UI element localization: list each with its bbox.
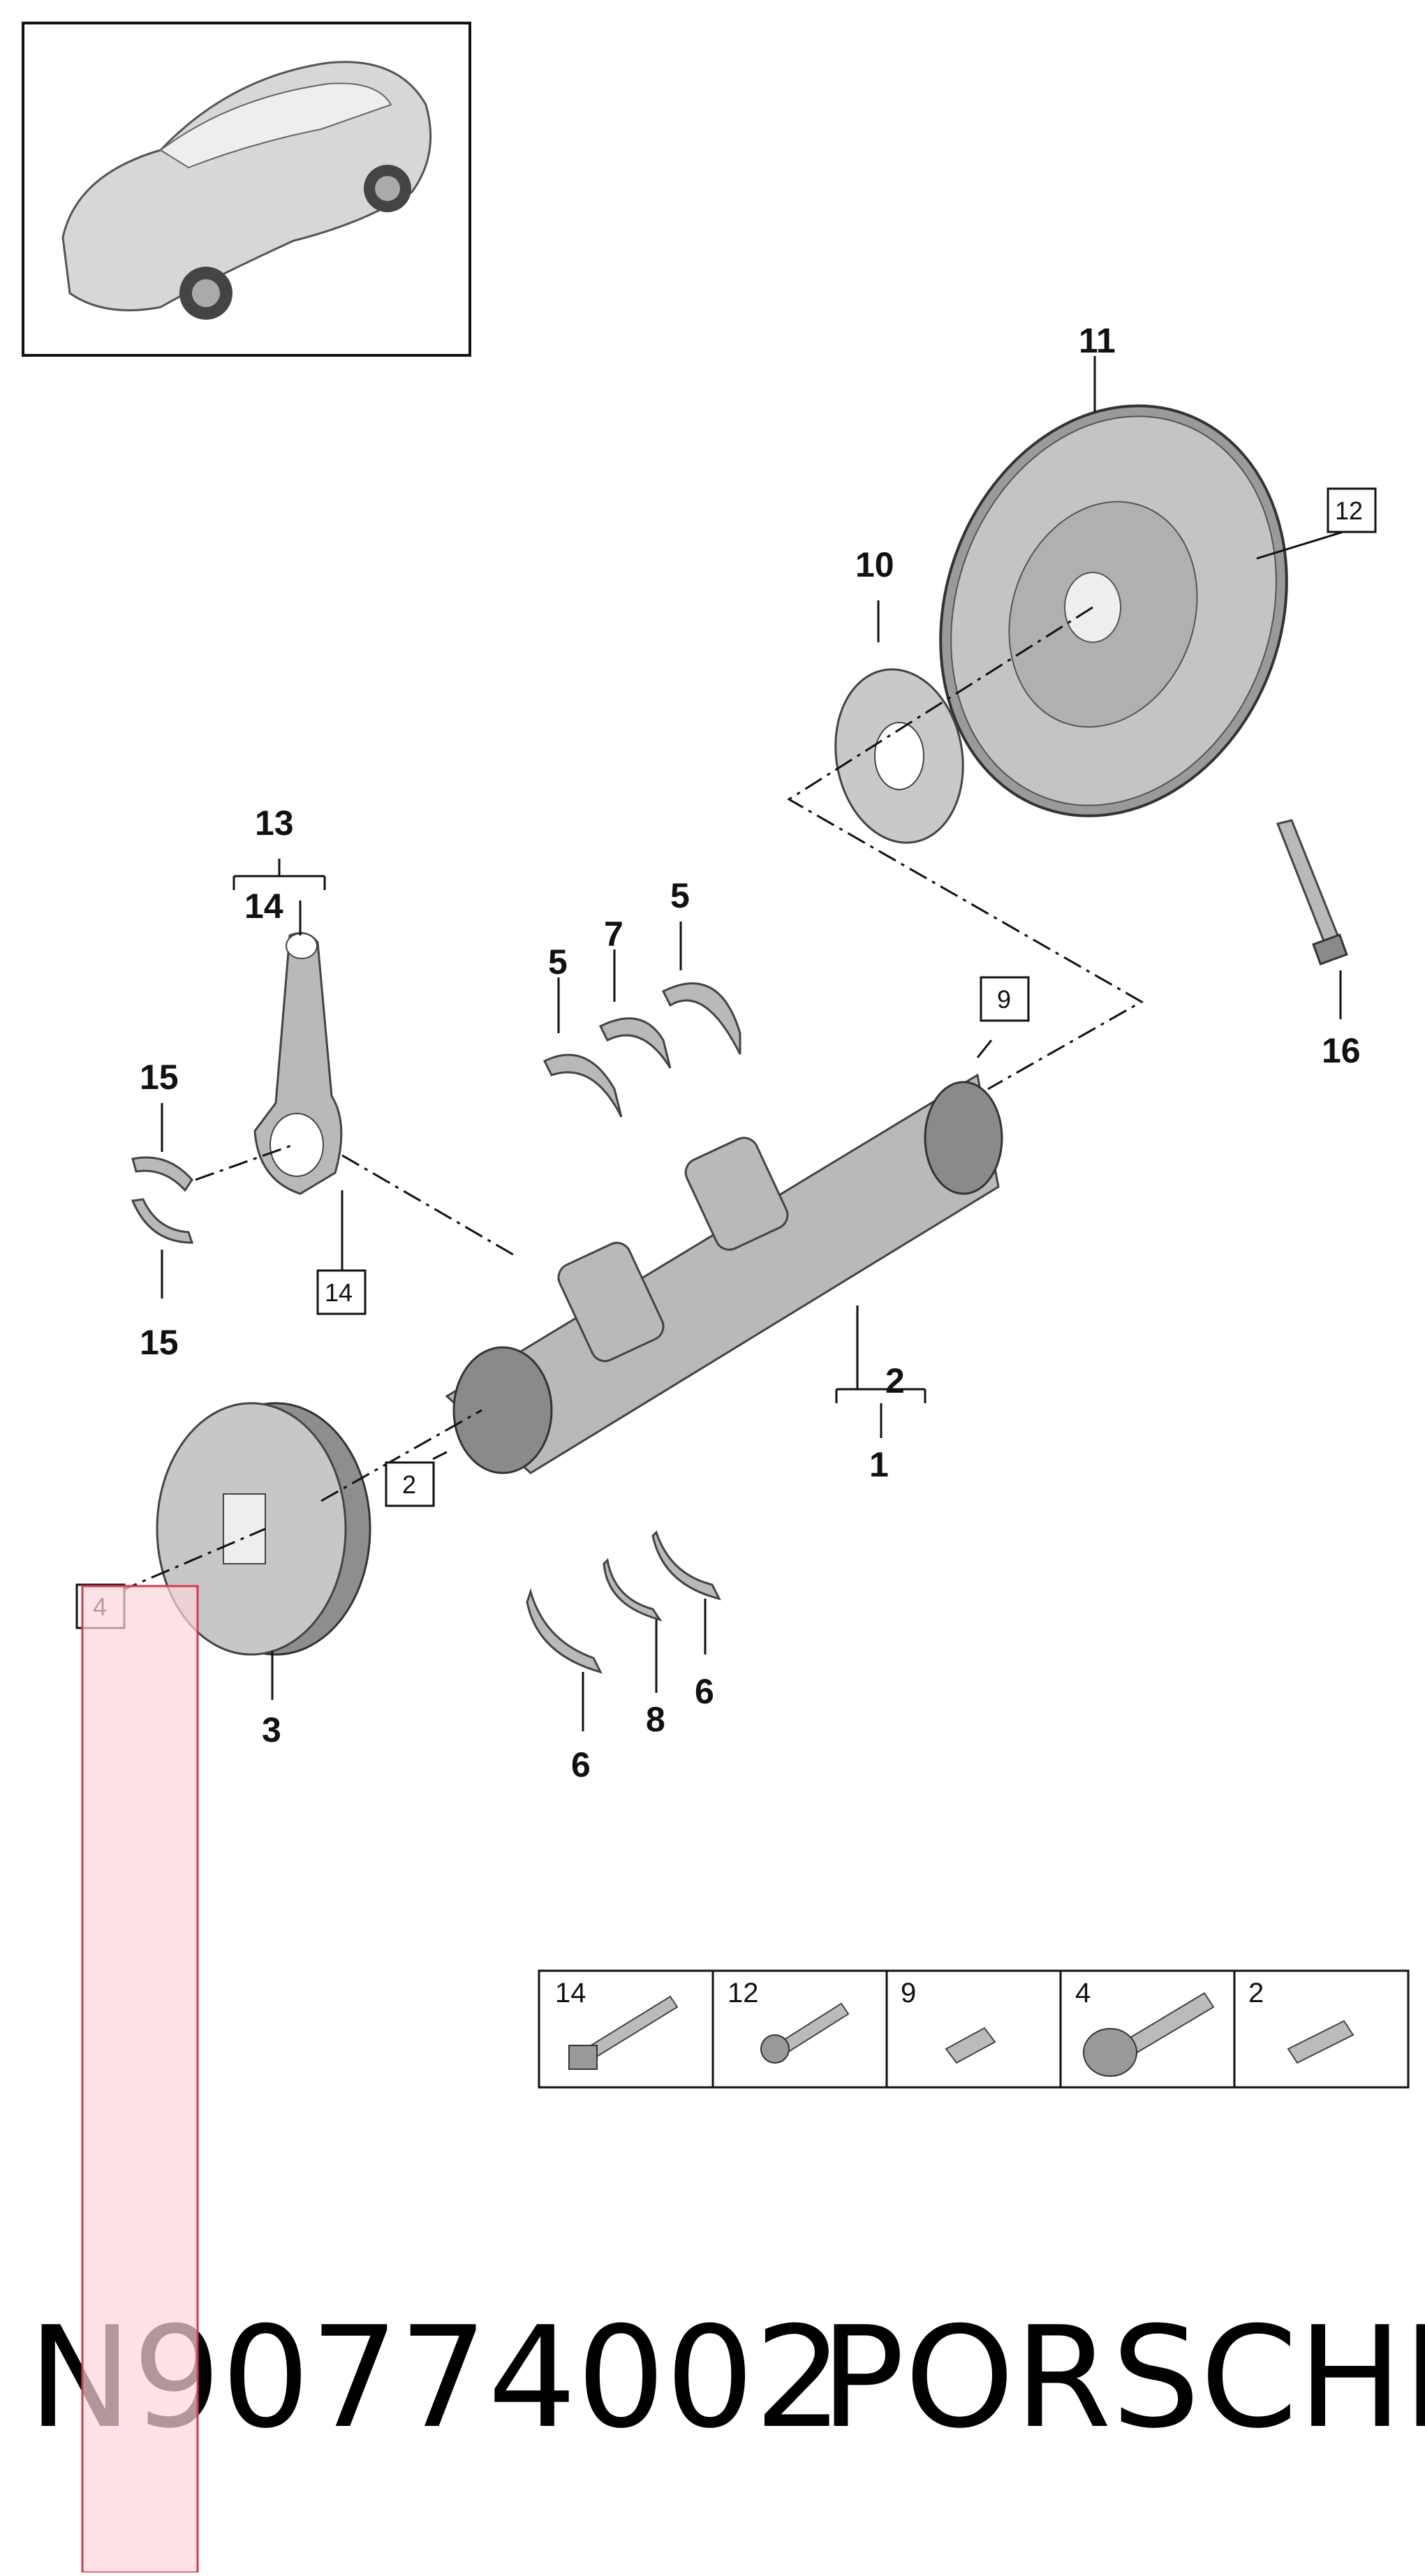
callout-1: 1	[869, 1445, 889, 1484]
flywheel-part	[939, 404, 1288, 817]
connecting-rod-part	[253, 932, 343, 1195]
bolt-4-icon	[1083, 1992, 1215, 2077]
callout-15-bottom: 15	[140, 1323, 179, 1362]
footer: N90774002 PORSCHE	[28, 2297, 1425, 2459]
lower-bearing-shells	[526, 1530, 721, 1674]
callout-14: 14	[244, 887, 283, 926]
callout-3: 3	[262, 1710, 281, 1749]
boxed-ref-9: 9	[997, 985, 1011, 1014]
crankshaft-part	[445, 1073, 1003, 1474]
leader-lines	[118, 356, 1348, 1731]
callout-labels: 11 10 16 13 14 15 15 5 7 5 2 1 3 6 8 6	[140, 321, 1361, 1784]
boxed-refs: 12 9 14 2 4	[75, 487, 1377, 1629]
callout-13: 13	[255, 804, 294, 843]
drive-plate-part	[834, 668, 964, 844]
legend-label-4: 4	[1075, 1978, 1091, 2008]
upper-bearing-shells	[542, 982, 741, 1118]
callout-11: 11	[1079, 321, 1116, 360]
callout-8: 8	[646, 1700, 665, 1739]
rod-bearing-shells	[131, 1156, 194, 1244]
bolt-14-icon	[568, 1995, 679, 2070]
legend-label-12: 12	[728, 1978, 759, 2008]
bolt-12-icon	[760, 2002, 850, 2064]
boxed-ref-14: 14	[325, 1278, 353, 1307]
legend-label-14: 14	[555, 1978, 586, 2008]
dowel-2-icon	[1287, 2020, 1354, 2064]
callout-16: 16	[1322, 1031, 1361, 1070]
brand-name: PORSCHE	[820, 2297, 1425, 2459]
boxed-ref-12: 12	[1335, 496, 1363, 525]
vehicle-thumbnail	[22, 22, 471, 357]
callout-5-right: 5	[670, 876, 690, 915]
boxed-ref-2: 2	[402, 1470, 416, 1499]
legend-label-2: 2	[1248, 1978, 1264, 2008]
pulley-part	[156, 1402, 371, 1656]
callout-2: 2	[885, 1361, 905, 1400]
callout-15-top: 15	[140, 1058, 179, 1097]
callout-7: 7	[604, 915, 623, 954]
legend-label-9: 9	[901, 1978, 916, 2008]
bolt-legend-table: 14 12 9 4 2	[538, 1969, 1410, 2089]
callout-6-right: 6	[695, 1672, 714, 1711]
callout-10: 10	[855, 545, 894, 584]
highlight-overlay	[81, 1585, 199, 2574]
callout-6-left: 6	[571, 1745, 591, 1784]
bolt-16-part	[1276, 819, 1348, 965]
dowel-9-icon	[945, 2027, 996, 2064]
callout-5-left: 5	[548, 942, 568, 982]
